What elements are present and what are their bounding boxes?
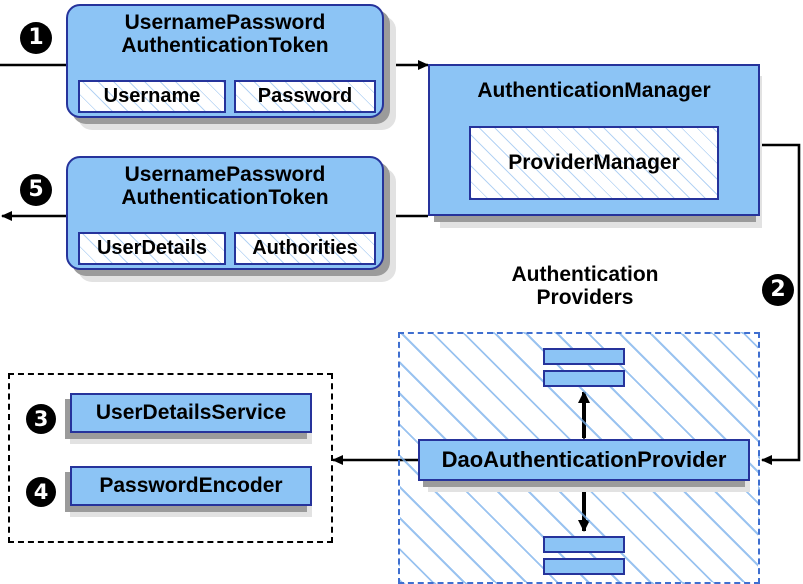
request-token-title-line1: UsernamePassword [124,11,326,34]
step-badge-3: 3 [27,405,55,433]
authorities-field[interactable]: Authorities [234,232,376,265]
step-badge-1: 1 [21,23,51,53]
dependencies-region [8,373,333,543]
password-field[interactable]: Password [234,80,376,113]
provider-placeholder-bottom-1[interactable] [543,536,625,553]
step-badge-5: 5 [21,175,51,205]
step-badge-4: 4 [27,478,55,506]
provider-manager-box[interactable]: ProviderManager [469,126,719,200]
user-details-service-box[interactable]: UserDetailsService [70,393,312,433]
step-badge-5-label: 5 [28,177,44,202]
authentication-manager-title: AuthenticationManager [477,79,711,102]
userdetails-field-label: UserDetails [96,237,208,259]
username-field[interactable]: Username [78,80,226,113]
step-badge-4-label: 4 [33,479,49,504]
userdetails-field[interactable]: UserDetails [78,232,226,265]
provider-placeholder-top-2[interactable] [543,370,625,387]
step-badge-3-label: 3 [33,406,49,431]
step-badge-1-label: 1 [28,25,44,50]
dao-authentication-provider-box[interactable]: DaoAuthenticationProvider [418,439,750,481]
username-field-label: Username [103,85,201,107]
provider-placeholder-bottom-2[interactable] [543,558,625,575]
providers-caption-line2: Providers [536,285,634,309]
response-token-title-line2: AuthenticationToken [121,185,329,209]
step-badge-2: 2 [763,275,793,305]
request-token-title-line2: AuthenticationToken [121,33,329,57]
response-token-title-line1: UsernamePassword [124,163,326,186]
password-encoder-box[interactable]: PasswordEncoder [70,466,312,506]
password-field-label: Password [257,85,353,107]
authorities-field-label: Authorities [252,237,358,259]
provider-placeholder-top-1[interactable] [543,348,625,365]
provider-manager-label: ProviderManager [508,151,680,174]
providers-caption-line1: Authentication [511,263,659,286]
user-details-service-label: UserDetailsService [95,401,287,424]
step-badge-2-label: 2 [770,277,786,302]
dao-authentication-provider-label: DaoAuthenticationProvider [441,447,727,472]
providers-caption: Authentication Providers [470,263,700,309]
password-encoder-label: PasswordEncoder [99,474,283,497]
